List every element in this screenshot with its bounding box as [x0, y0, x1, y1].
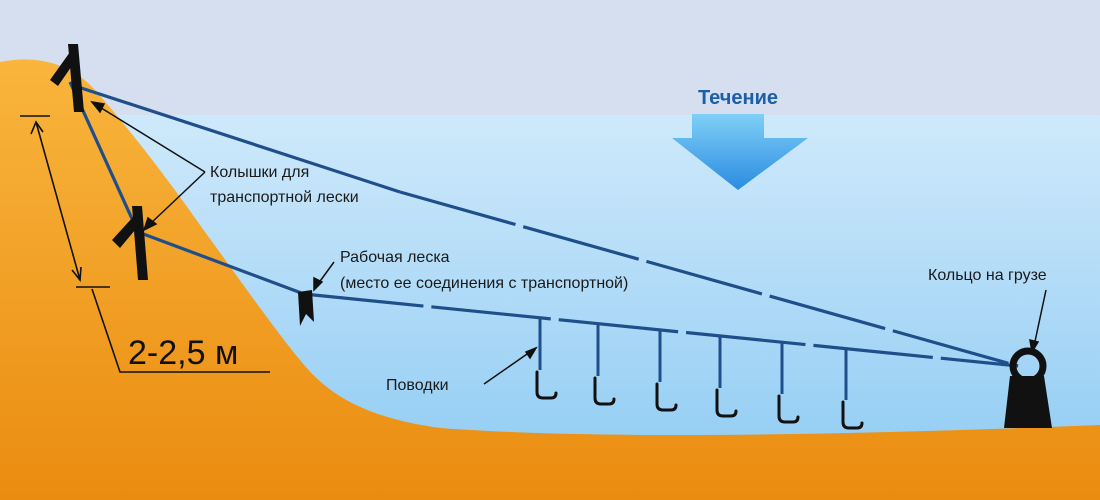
depth-label: 2-2,5 м: [128, 334, 238, 372]
annotation-pointers: [90, 100, 1047, 385]
pegs-label-line-2: транспортной лески: [210, 189, 359, 206]
hook-icon-6: [841, 400, 864, 430]
depth-dimension: [20, 115, 270, 373]
hook-icon-2: [593, 376, 616, 406]
leaders-label: Поводки: [386, 377, 449, 394]
current-label: Течение: [698, 87, 778, 109]
working-line-upper: [137, 230, 305, 296]
current-arrow-icon: [672, 114, 808, 190]
hook-icon-1: [535, 370, 558, 400]
working-line-label-1: Рабочая леска: [340, 249, 450, 266]
peg-middle-icon: [112, 206, 148, 280]
weight-ring-label: Кольцо на грузе: [928, 267, 1047, 284]
hook-icon-5: [777, 394, 800, 424]
peg-top-icon: [50, 44, 84, 112]
connection-clip-icon: [298, 290, 314, 326]
weight-icon: [1004, 347, 1052, 428]
sky-background: [0, 0, 1100, 115]
pegs-label-line-1: Колышки для: [210, 164, 309, 181]
hook-icon-4: [715, 388, 738, 418]
hooks-group: [535, 370, 864, 430]
river-bank-ground: [0, 59, 1100, 500]
hook-icon-3: [655, 382, 678, 412]
leaders-group: [538, 318, 848, 400]
transport-line-solid: [74, 84, 401, 194]
working-line-label-2: (место ее соединения с транспортной): [340, 275, 628, 292]
transport-line-dashed: [399, 190, 1019, 368]
